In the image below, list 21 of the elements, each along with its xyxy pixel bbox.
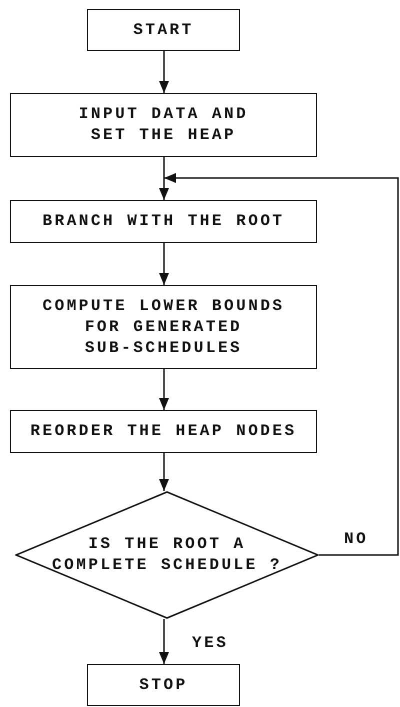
process-box: [10, 200, 317, 243]
process-box: [87, 664, 240, 706]
process-box: [87, 9, 240, 51]
arrow: [159, 619, 169, 664]
node-text: COMPUTE LOWER BOUNDS FOR GENERATED SUB-SCHEDULES: [41, 296, 286, 358]
node-text: REORDER THE HEAP NODES: [30, 421, 297, 442]
process-box: [10, 285, 317, 369]
node-text: STOP: [139, 674, 188, 696]
node-text: BRANCH WITH THE ROOT: [42, 211, 285, 232]
arrow: [159, 51, 169, 93]
arrow: [159, 453, 169, 491]
arrow: [159, 157, 169, 200]
node-text: START: [133, 20, 194, 40]
process-box: [10, 93, 317, 157]
arrow: [159, 243, 169, 285]
arrow: [164, 173, 399, 556]
process-box: [10, 410, 317, 453]
node-text: IS THE ROOT A COMPLETE SCHEDULE ?: [51, 534, 283, 576]
decision-diamond: [15, 491, 319, 619]
node-text: INPUT DATA AND SET THE HEAP: [78, 104, 250, 146]
arrow: [159, 369, 169, 410]
